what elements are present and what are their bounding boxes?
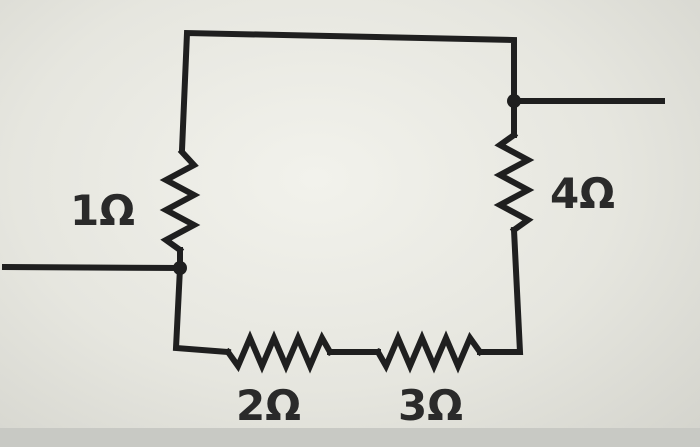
resistor-3ohm xyxy=(373,330,485,374)
junction-node-right xyxy=(507,94,521,108)
label-1ohm: 1Ω xyxy=(70,186,135,235)
junction-node-left xyxy=(173,261,187,275)
wire-terminal-left xyxy=(1,263,184,272)
photo-bottom-edge xyxy=(0,428,700,447)
label-2ohm: 2Ω xyxy=(236,381,301,430)
label-4ohm: 4Ω xyxy=(550,169,615,218)
resistor-1ohm xyxy=(159,147,201,255)
resistor-4ohm xyxy=(493,130,535,235)
label-3ohm: 3Ω xyxy=(398,381,463,430)
wire-bottom-left xyxy=(172,264,232,356)
wire-top xyxy=(178,29,517,154)
resistor-2ohm xyxy=(223,330,335,374)
wire-right-lower xyxy=(477,226,524,355)
